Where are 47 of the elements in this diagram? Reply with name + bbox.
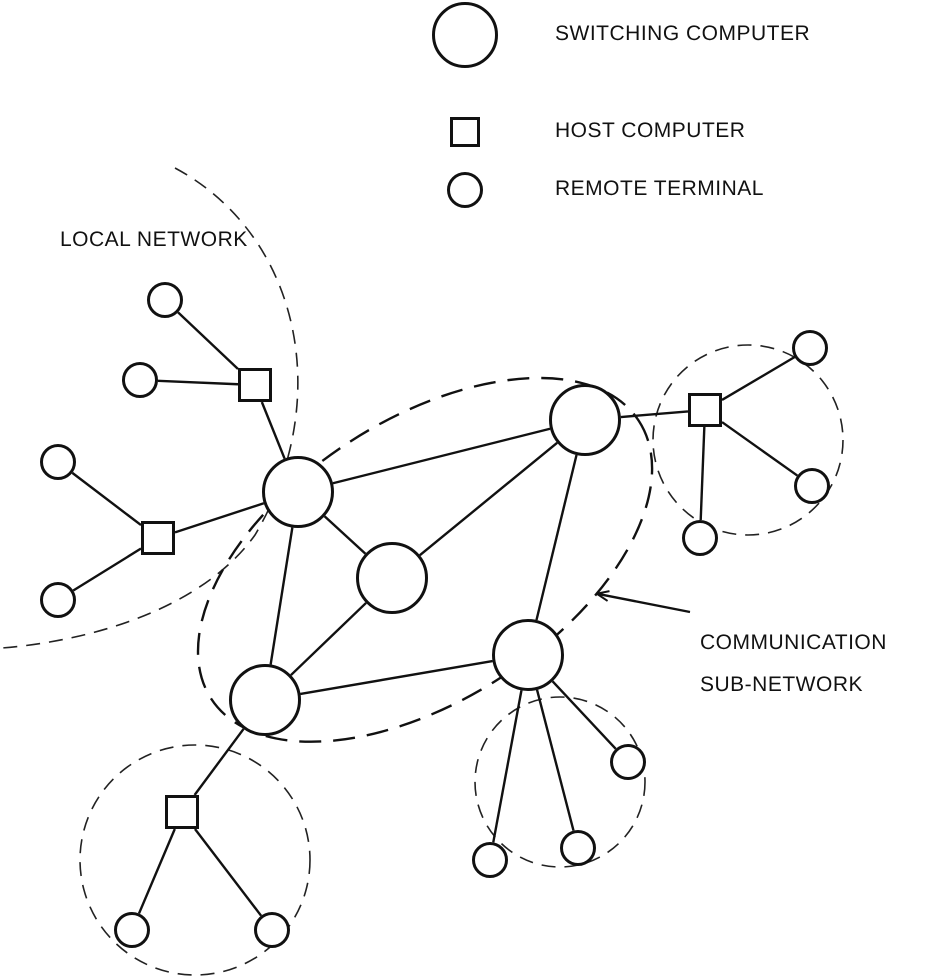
- remote-terminal-circle: [560, 830, 596, 866]
- remote-terminal-circle: [40, 582, 76, 618]
- connection-line: [72, 472, 142, 526]
- pointer-arrow: [596, 590, 690, 614]
- remote-terminal-circle: [147, 282, 183, 318]
- remote-terminal-circle: [114, 912, 150, 948]
- switching-computer-circle: [356, 542, 428, 614]
- connection-line: [300, 660, 493, 696]
- remote-terminal-circle: [792, 330, 828, 366]
- connection-line: [324, 515, 366, 555]
- host-computer-square: [688, 393, 722, 427]
- connection-line: [194, 828, 262, 916]
- connection-line: [536, 690, 575, 831]
- connection-line: [269, 527, 294, 665]
- legend-text: SWITCHING COMPUTER: [555, 22, 810, 46]
- remote-terminal-circle: [794, 468, 830, 504]
- connection-line: [552, 680, 617, 750]
- remote-terminal-circle: [610, 744, 646, 780]
- region-label: LOCAL NETWORK: [60, 228, 248, 252]
- legend-text: REMOTE TERMINAL: [555, 177, 764, 201]
- connection-line: [721, 421, 798, 477]
- connection-line: [492, 690, 523, 843]
- connection-line: [138, 828, 176, 914]
- connection-line: [174, 502, 264, 534]
- remote-terminal-circle: [254, 912, 290, 948]
- connection-line: [620, 410, 688, 418]
- switching-computer-circle: [262, 456, 334, 528]
- legend-text: HOST COMPUTER: [555, 119, 746, 143]
- remote-terminal-circle: [472, 842, 508, 878]
- connection-line: [419, 442, 558, 556]
- host-computer-square: [165, 795, 199, 829]
- connection-line: [177, 311, 239, 370]
- connection-line: [700, 426, 706, 520]
- host-computer-square: [238, 368, 272, 402]
- connection-line: [290, 602, 367, 676]
- remote-terminal-circle: [122, 362, 158, 398]
- host-computer-square: [141, 521, 175, 555]
- connection-line: [158, 380, 238, 386]
- connection-line: [260, 402, 286, 460]
- connection-line: [194, 728, 245, 796]
- remote-terminal-circle: [40, 444, 76, 480]
- connection-line: [721, 356, 796, 401]
- connection-line: [535, 454, 578, 620]
- remote-terminal-circle: [682, 520, 718, 556]
- connection-line: [332, 428, 550, 484]
- connection-line: [72, 548, 142, 592]
- region-label: COMMUNICATION SUB-NETWORK: [700, 622, 890, 706]
